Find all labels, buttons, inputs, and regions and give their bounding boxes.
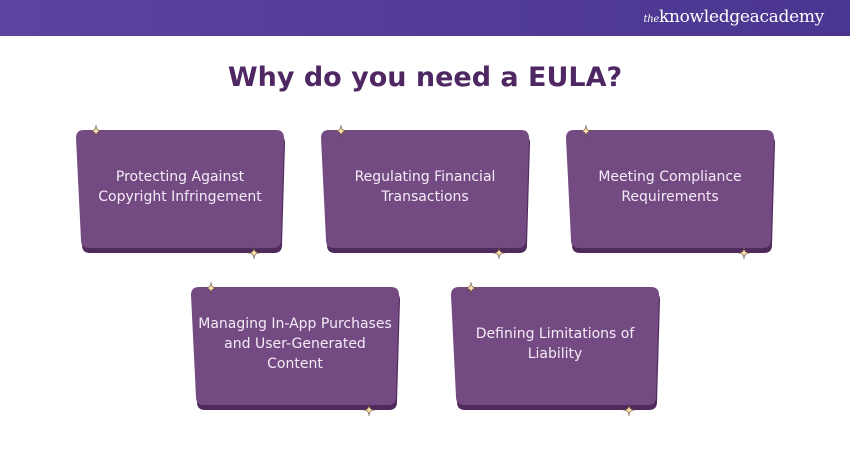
card-body bbox=[76, 130, 284, 248]
sparkle-icon bbox=[464, 281, 478, 295]
header-banner: theknowledgeacademy bbox=[0, 0, 850, 36]
card-in-app-purchases: Managing In-App Purchases and User-Gener… bbox=[189, 281, 401, 417]
sparkle-icon bbox=[737, 246, 751, 260]
sparkle-icon bbox=[492, 246, 506, 260]
sparkle-icon bbox=[362, 403, 376, 417]
card-shape bbox=[191, 281, 400, 417]
logo-text: knowledgeacademy bbox=[658, 7, 824, 27]
knowledge-academy-logo[interactable]: theknowledgeacademy bbox=[643, 7, 824, 27]
card-body bbox=[321, 130, 529, 248]
sparkle-icon bbox=[579, 124, 593, 138]
sparkle-icon bbox=[247, 246, 261, 260]
sparkle-icon bbox=[89, 124, 103, 138]
card-body bbox=[451, 287, 659, 405]
card-label: Regulating Financial Transactions bbox=[354, 169, 496, 205]
sparkle-icon bbox=[204, 281, 218, 295]
card-shape bbox=[566, 124, 775, 260]
sparkle-icon bbox=[334, 124, 348, 138]
card-label: Defining Limitations of Liability bbox=[475, 326, 635, 362]
card-label: Protecting Against Copyright Infringemen… bbox=[98, 169, 262, 205]
card-label: Meeting Compliance Requirements bbox=[598, 169, 742, 205]
card-liability: Defining Limitations of Liability bbox=[449, 281, 661, 417]
page-title: Why do you need a EULA? bbox=[227, 62, 623, 93]
card-copyright: Protecting Against Copyright Infringemen… bbox=[74, 124, 286, 260]
sparkle-icon bbox=[622, 403, 636, 417]
card-label: Managing In-App Purchases and User-Gener… bbox=[198, 316, 392, 372]
card-financial: Regulating Financial Transactions bbox=[319, 124, 531, 260]
card-shape bbox=[321, 124, 530, 260]
card-body bbox=[191, 287, 399, 405]
card-shape bbox=[451, 281, 660, 417]
card-compliance: Meeting Compliance Requirements bbox=[564, 124, 776, 260]
logo-prefix: the bbox=[643, 14, 659, 25]
card-body bbox=[566, 130, 774, 248]
card-shape bbox=[76, 124, 285, 260]
